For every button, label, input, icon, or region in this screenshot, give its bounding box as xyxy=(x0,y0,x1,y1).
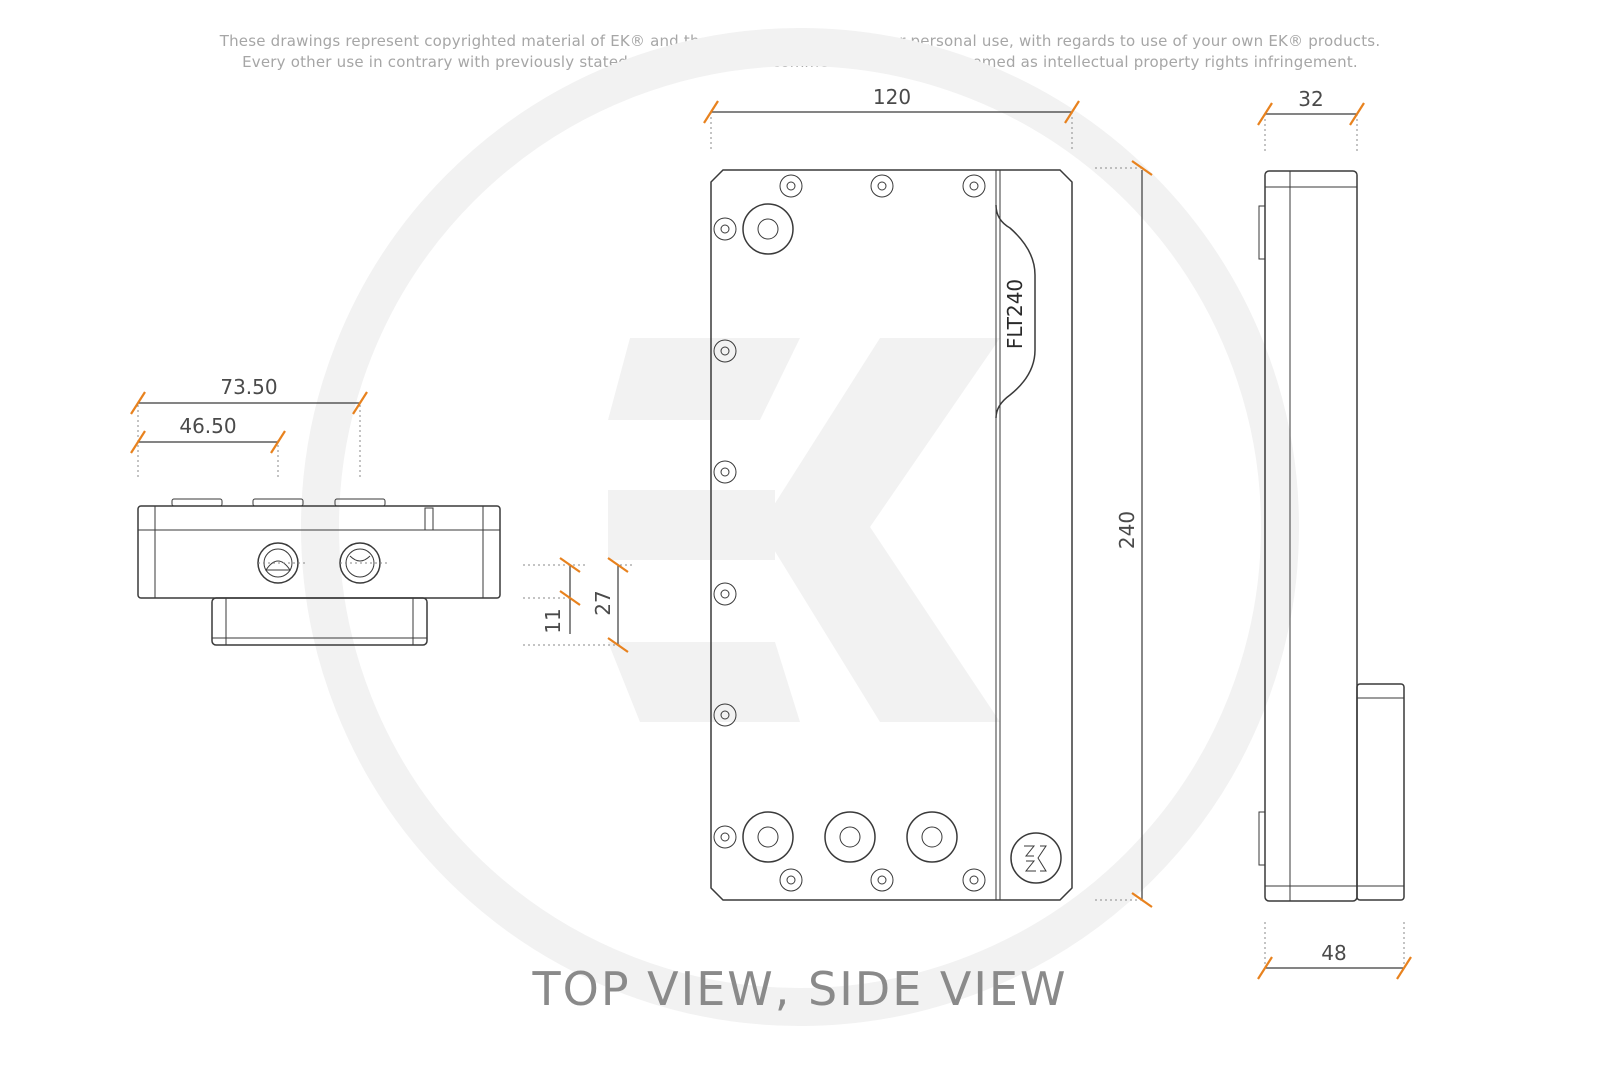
dimension-side-depth: 32 xyxy=(1298,87,1323,111)
side-view: 32 48 xyxy=(1257,87,1412,980)
view-caption: TOP VIEW, SIDE VIEW xyxy=(532,962,1068,1016)
ek-logo-badge-icon xyxy=(1010,832,1062,884)
dimension-height-small: 11 xyxy=(541,608,565,633)
dimension-top-overall: 73.50 xyxy=(220,375,277,399)
top-view: 73.50 46.50 xyxy=(130,375,501,646)
dimension-width: 120 xyxy=(873,85,911,109)
front-view: FLT240 120 240 xyxy=(703,85,1153,908)
ek-logo-watermark-icon xyxy=(301,28,1299,1026)
dimension-side-bottom: 48 xyxy=(1321,941,1346,965)
model-label: FLT240 xyxy=(1003,279,1027,349)
dimension-length: 240 xyxy=(1115,511,1139,549)
dimension-top-port: 46.50 xyxy=(179,414,236,438)
dimension-height-total: 27 xyxy=(591,590,615,615)
height-dimensions: 11 27 xyxy=(523,557,632,653)
